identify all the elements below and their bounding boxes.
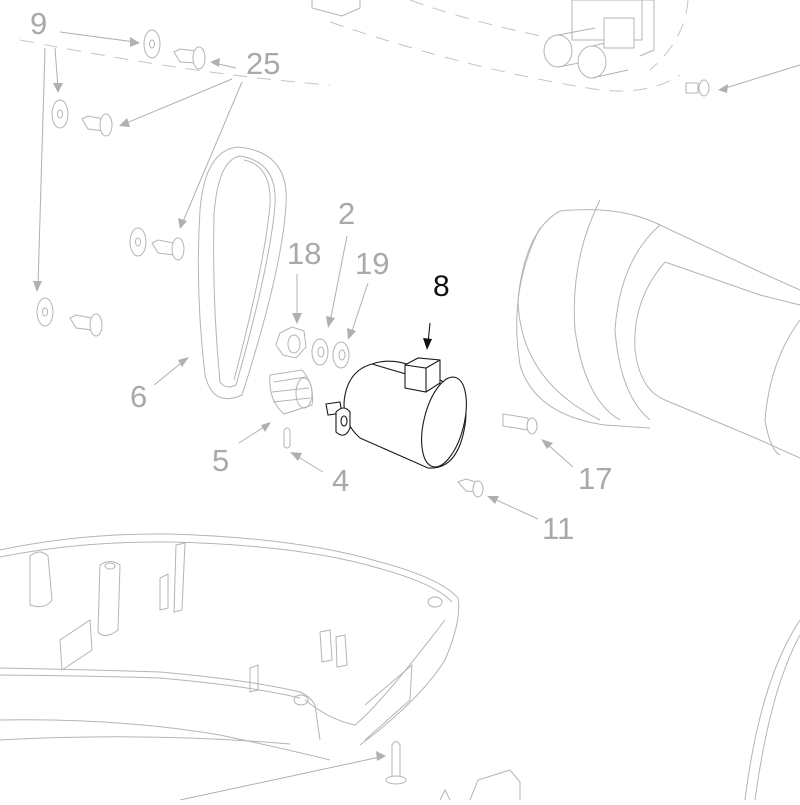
pin-icon xyxy=(283,427,291,449)
drum-assembly xyxy=(516,199,800,459)
leaders-9 xyxy=(33,31,140,292)
callout-9: 9 xyxy=(30,6,48,41)
toothed-washer-icon xyxy=(311,338,329,366)
callout-25: 25 xyxy=(246,46,281,81)
callout-18: 18 xyxy=(287,236,322,271)
connector-block xyxy=(543,0,655,79)
lower-housing xyxy=(0,533,800,801)
callout-8-highlighted: 8 xyxy=(433,270,450,303)
callout-11: 11 xyxy=(542,511,575,546)
washer-screw-set xyxy=(36,29,206,337)
callout-5: 5 xyxy=(212,443,230,478)
washer-icon xyxy=(143,29,161,59)
callout-2: 2 xyxy=(338,196,356,231)
callout-4: 4 xyxy=(332,463,350,498)
top-assembly xyxy=(19,0,800,97)
leaders-25 xyxy=(119,58,243,229)
callout-19: 19 xyxy=(355,246,390,281)
flat-washer-icon xyxy=(332,341,350,369)
drive-belt xyxy=(153,146,287,400)
hex-nut-icon xyxy=(275,326,307,359)
callout-6: 6 xyxy=(130,379,148,414)
motor-highlighted xyxy=(325,322,467,469)
screws-17-11 xyxy=(457,413,574,520)
callout-17: 17 xyxy=(578,461,613,496)
screw-top-right xyxy=(685,64,800,97)
pinion-and-pin xyxy=(238,369,324,473)
nut-washer-stack xyxy=(275,235,369,369)
